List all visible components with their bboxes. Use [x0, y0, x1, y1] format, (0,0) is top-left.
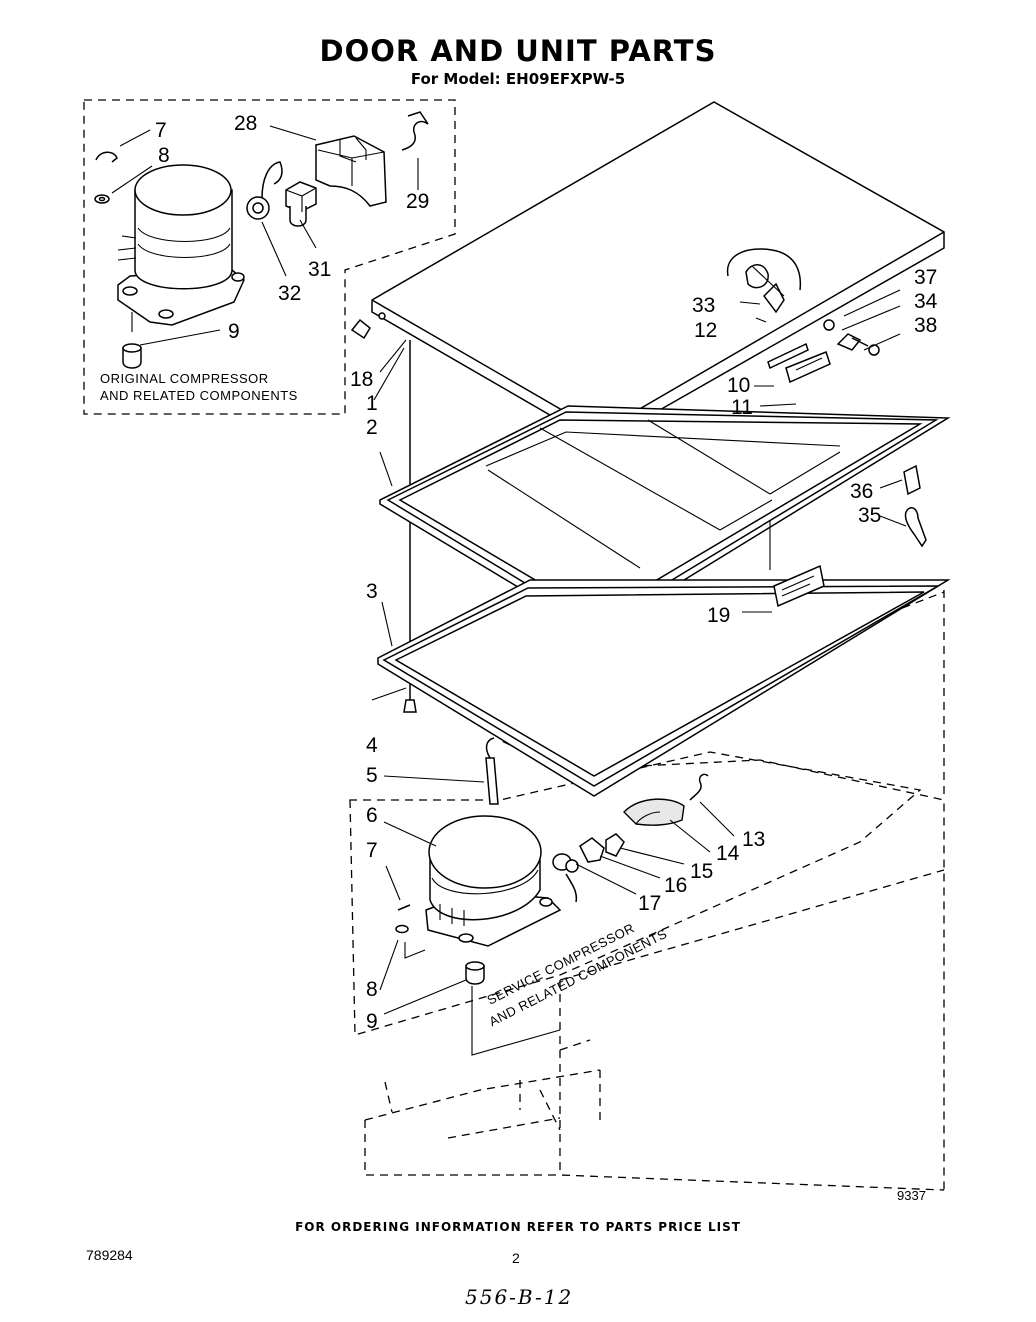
service-overload-part — [552, 853, 579, 903]
washer-part — [94, 194, 110, 204]
lock-bar-part — [767, 342, 809, 370]
service-relay-part — [579, 833, 625, 863]
callout-34: 34 — [914, 290, 938, 313]
strike-part — [904, 507, 927, 548]
callout-13: 13 — [742, 828, 765, 851]
callout-36: 36 — [850, 480, 873, 503]
callout-33: 33 — [692, 294, 715, 317]
label-part — [903, 464, 921, 496]
callout-18: 18 — [350, 368, 373, 391]
callout-28: 28 — [234, 112, 257, 135]
callout-16: 16 — [664, 874, 687, 897]
original-caption-line1: ORIGINAL COMPRESSOR — [100, 371, 269, 386]
capillary-tube-part — [485, 737, 499, 805]
ordering-note: FOR ORDERING INFORMATION REFER TO PARTS … — [295, 1220, 741, 1234]
hinge-bolt-part — [836, 333, 869, 351]
callout-12: 12 — [694, 319, 717, 342]
callout-2: 2 — [366, 416, 378, 439]
callout-37: 37 — [914, 266, 937, 289]
retainer-clip-part — [401, 111, 429, 151]
service-retainer-part — [689, 773, 709, 801]
original-compressor-box — [83, 99, 456, 415]
callout-3: 3 — [366, 580, 378, 603]
service-cover-part — [623, 798, 685, 826]
callout-15: 15 — [690, 860, 713, 883]
callout-9b: 9 — [366, 1010, 378, 1033]
callout-29: 29 — [406, 190, 429, 213]
door-gasket — [377, 579, 951, 797]
clip-part — [95, 151, 118, 163]
service-compressor-box — [349, 751, 922, 1036]
callout-5: 5 — [366, 764, 378, 787]
relay-part — [285, 181, 317, 227]
callout-11: 11 — [731, 396, 753, 419]
callout-labels: 7 8 9 28 29 31 32 37 34 38 33 12 10 11 1… — [155, 112, 938, 1033]
callout-8b: 8 — [366, 978, 378, 1001]
overload-part — [246, 161, 283, 220]
callout-7: 7 — [155, 119, 167, 142]
service-compressor — [404, 815, 562, 959]
page-number: 2 — [512, 1250, 520, 1266]
door-lid — [371, 101, 945, 445]
grommet-part — [122, 343, 142, 369]
model-subtitle: For Model: EH09EFXPW-5 — [410, 70, 626, 88]
original-compressor — [117, 164, 245, 332]
relay-cover-part — [315, 135, 387, 207]
service-grommet-part — [465, 961, 561, 1056]
callout-8: 8 — [158, 144, 170, 167]
service-clip-part — [397, 904, 411, 911]
callout-1: 1 — [366, 392, 378, 415]
hinge-spacer-part — [823, 319, 835, 331]
callout-4: 4 — [366, 734, 378, 757]
lock-plate-part — [785, 351, 831, 384]
callout-19: 19 — [707, 604, 730, 627]
page-title: DOOR AND UNIT PARTS — [319, 34, 717, 68]
callout-7b: 7 — [366, 839, 378, 862]
figure-code: 9337 — [897, 1188, 926, 1203]
handwritten-note: 556-B-12 — [465, 1285, 574, 1309]
callout-31: 31 — [308, 258, 331, 281]
hinge-assembly — [726, 248, 802, 314]
serial-plate-part — [769, 520, 825, 608]
callout-9: 9 — [228, 320, 240, 343]
service-caption-line2: AND RELATED COMPONENTS — [487, 926, 670, 1029]
original-caption-line2: AND RELATED COMPONENTS — [100, 388, 298, 403]
callout-17: 17 — [638, 892, 661, 915]
bumper-part — [350, 318, 371, 340]
callout-38: 38 — [914, 314, 937, 337]
service-washer-part — [395, 924, 409, 934]
callout-14: 14 — [716, 842, 740, 865]
hinge-nut-part — [868, 344, 880, 356]
document-number: 789284 — [86, 1247, 133, 1263]
callout-35: 35 — [858, 504, 881, 527]
callout-6: 6 — [366, 804, 378, 827]
callout-10: 10 — [727, 374, 750, 397]
callout-32: 32 — [278, 282, 301, 305]
